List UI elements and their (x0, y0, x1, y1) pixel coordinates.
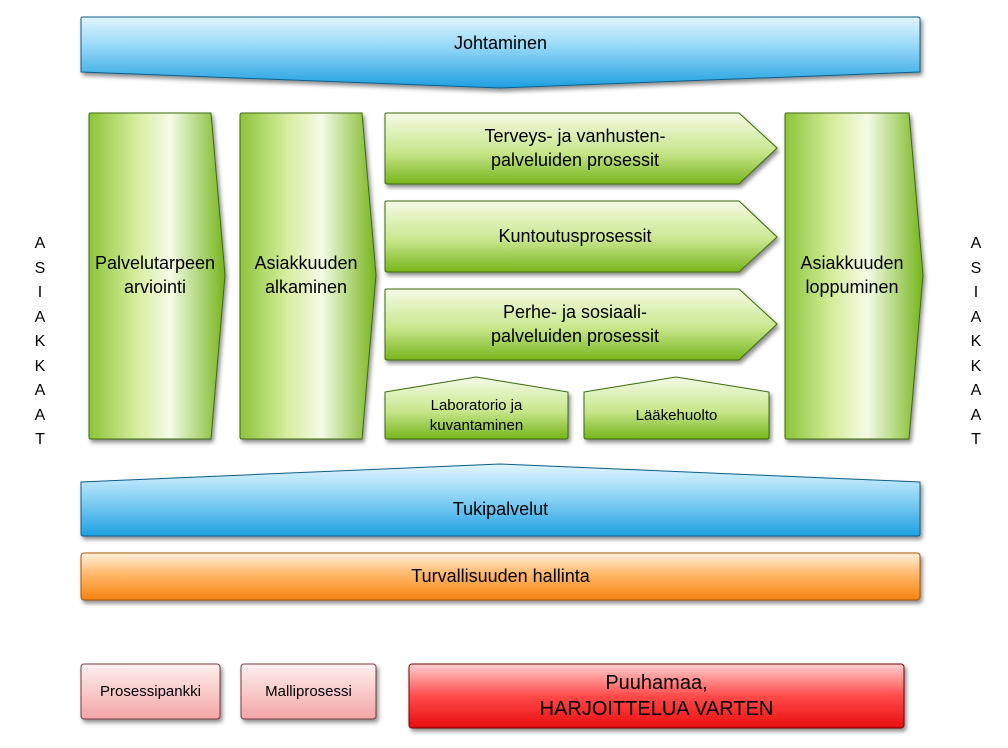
letter: I (973, 284, 979, 301)
security-bar (80, 552, 921, 601)
letter: I (37, 284, 43, 301)
rehab-process-label: Kuntoutusprosessit (498, 226, 652, 247)
assessment-stage-shape (88, 112, 226, 440)
model-process-box[interactable] (240, 663, 377, 720)
management-label: Johtaminen (453, 33, 548, 54)
clients-right-label: A S I A K K A A T (964, 232, 988, 453)
process-bank-label[interactable]: Prosessipankki (100, 682, 201, 700)
health-process-label: Terveys- ja vanhusten- palveluiden prose… (484, 126, 666, 170)
letter: S (34, 259, 46, 277)
end-stage-label: Asiakkuuden loppuminen (800, 253, 904, 297)
end-stage-shape (784, 112, 924, 440)
process-bank-box[interactable] (80, 663, 221, 720)
letter: K (970, 357, 982, 375)
letter: A (970, 308, 982, 326)
letter: A (34, 382, 46, 399)
family-process-arrow (384, 288, 778, 361)
start-stage-shape (239, 112, 377, 440)
letter: A (970, 406, 982, 424)
letter: A (970, 382, 982, 399)
letter: A (34, 235, 46, 252)
letter: T (971, 431, 981, 448)
letter: A (34, 406, 46, 424)
health-process-arrow (384, 112, 778, 185)
family-process-label: Perhe- ja sosiaali- palveluiden prosessi… (490, 302, 660, 346)
letter: K (34, 333, 46, 350)
lab-service-shape (384, 376, 569, 440)
support-label: Tukipalvelut (452, 499, 549, 520)
letter: K (34, 357, 46, 375)
start-stage-label: Asiakkuuden alkaminen (254, 253, 358, 297)
sandbox-label[interactable]: Puuhamaa, HARJOITTELUA VARTEN (539, 672, 774, 720)
model-process-label[interactable]: Malliprosessi (265, 682, 352, 700)
rehab-process-arrow (384, 200, 778, 273)
security-label: Turvallisuuden hallinta (411, 566, 590, 587)
letter: T (35, 431, 45, 448)
letter: A (970, 235, 982, 252)
letter: K (970, 333, 982, 350)
letter: S (970, 259, 982, 277)
sandbox-box[interactable] (408, 663, 905, 729)
assessment-stage-label: Palvelutarpeen arviointi (94, 253, 216, 297)
letter: A (34, 308, 46, 326)
pharmacy-service-label: Lääkehuolto (635, 407, 718, 425)
management-banner (80, 16, 921, 89)
clients-left-label: A S I A K K A A T (28, 232, 52, 453)
support-banner (80, 463, 921, 537)
lab-service-label: Laboratorio ja kuvantaminen (429, 397, 524, 434)
pharmacy-service-shape (583, 376, 770, 440)
